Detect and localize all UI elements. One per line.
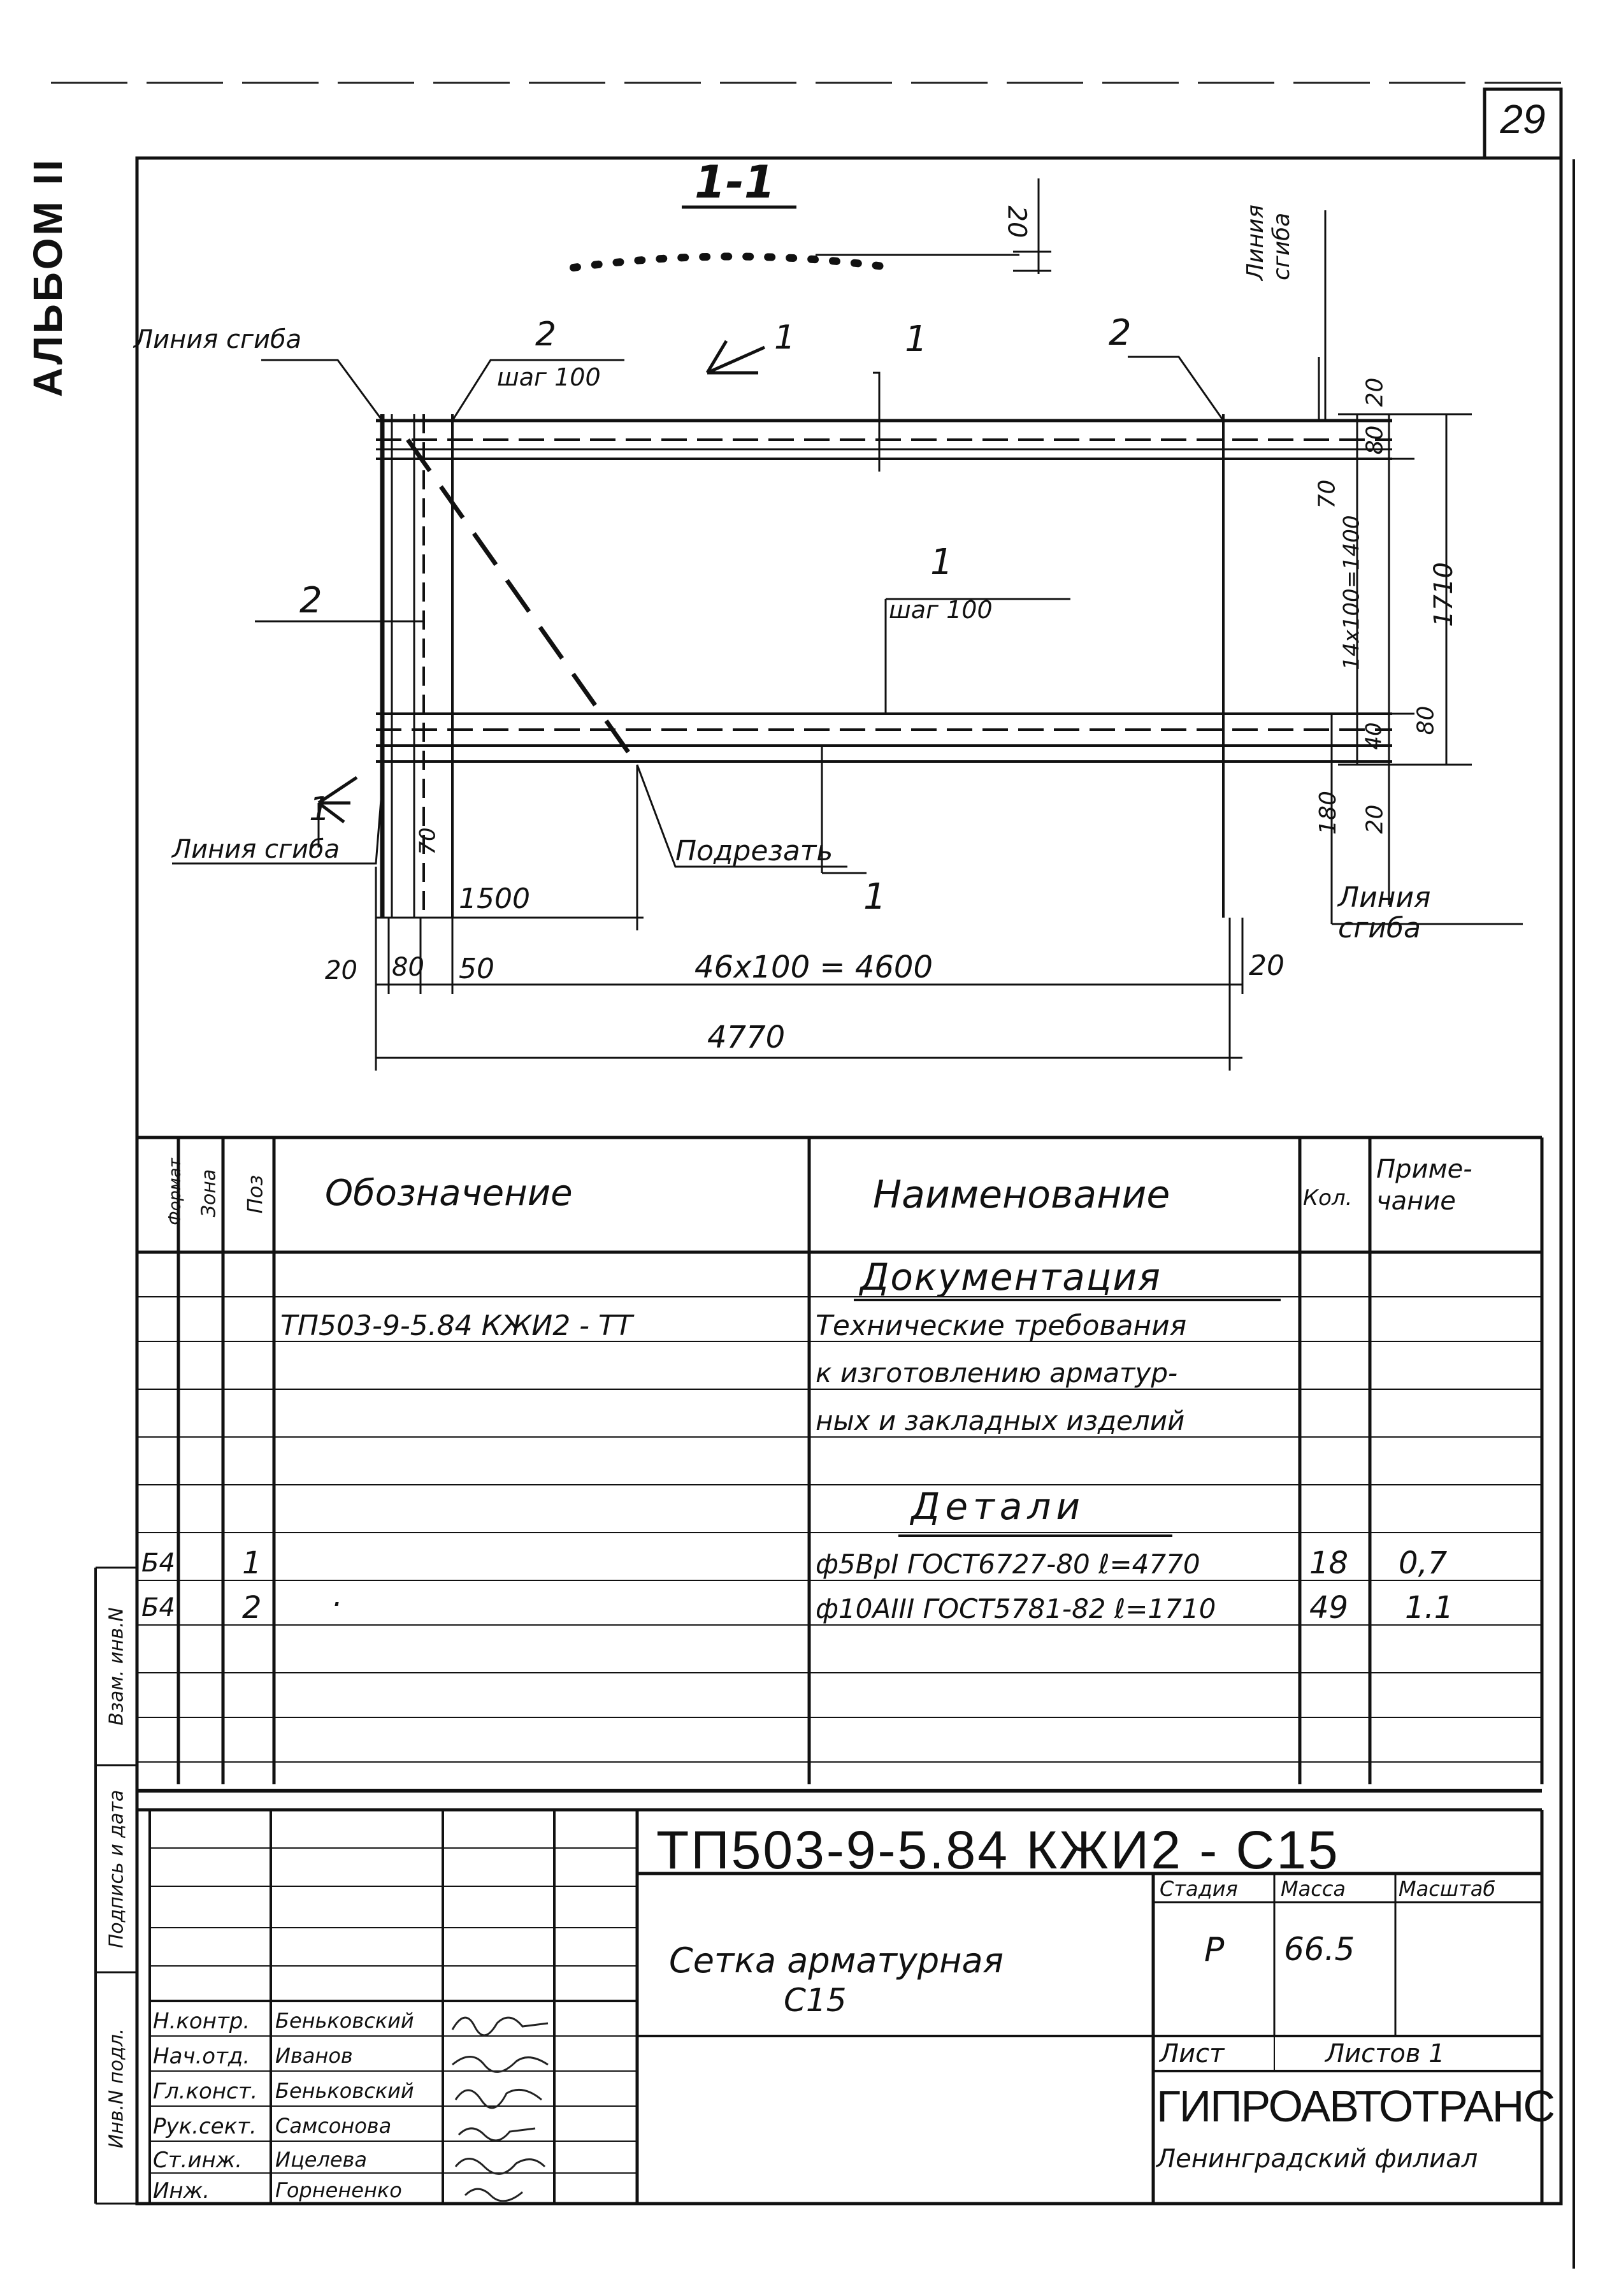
mesh-plan (172, 178, 1523, 1071)
side-label: Подпись и дата (105, 1789, 127, 1948)
header-name: Наименование (873, 1173, 1170, 1217)
title-block-grid (94, 1566, 1544, 2205)
row-pos: 1 (242, 1545, 262, 1581)
position-step: шаг 100 (497, 363, 601, 391)
row-pos: 2 (242, 1590, 262, 1626)
dim-label: 70 (415, 827, 441, 855)
dim-label: 70 (1314, 479, 1341, 509)
scale-label: Масштаб (1399, 1877, 1496, 1901)
position-mark: 1 (905, 319, 928, 360)
branch: Ленинградский филиал (1156, 2144, 1478, 2174)
side-label: Инв.N подл. (105, 2028, 127, 2148)
doc-designation: ТП503-9-5.84 КЖИ2 - ТТ (280, 1310, 633, 1342)
dim-label: 20 (1362, 377, 1388, 407)
staff-role: Рук.сект. (153, 2114, 257, 2139)
bend-line-label: Линия сгиба (134, 325, 302, 354)
staff-role: Н.контр. (153, 2009, 250, 2034)
staff-role: Нач.отд. (153, 2044, 250, 2069)
staff-name: Беньковский (275, 2009, 414, 2033)
dim-label: 80 (1413, 705, 1439, 735)
dim-label: 40 (1361, 722, 1387, 750)
signatures (451, 2016, 549, 2202)
position-mark: 2 (1109, 312, 1132, 354)
dim-label: 20 (325, 956, 357, 985)
mass-label: Масса (1281, 1877, 1346, 1901)
dim-label: 20 (1362, 804, 1388, 834)
position-mark: 1 (930, 542, 953, 583)
dim-label: 46x100 = 4600 (694, 949, 933, 985)
row-qty: 18 (1309, 1545, 1349, 1581)
dim-label: 1710 (1428, 562, 1458, 627)
row-name: ф10АIII ГОСТ5781-82 ℓ=1710 (816, 1593, 1216, 1624)
sheets-label: Листов 1 (1325, 2039, 1445, 2069)
header-note: Приме-чание (1376, 1155, 1472, 1216)
dim-label: 80 (392, 953, 424, 982)
mass-value: 66.5 (1284, 1931, 1355, 1968)
spec-table-grid (137, 1136, 1544, 1784)
row-format: Б4 (141, 1549, 175, 1578)
staff-name: Беньковский (275, 2079, 414, 2103)
dim-label: 1500 (459, 883, 530, 915)
section-documentation: Документация (860, 1255, 1162, 1299)
section-mark: 1 (309, 790, 331, 828)
row-designation: · (331, 1587, 342, 1622)
frame (135, 156, 1563, 2206)
dim-label: 14x100=1400 (1339, 515, 1365, 670)
side-label: Взам. инв.N (105, 1607, 127, 1726)
document-title: С15 (784, 1982, 847, 2019)
section-details: Детали (911, 1485, 1086, 1528)
section-mark: 1 (774, 319, 796, 357)
document-title: Сетка арматурная (669, 1940, 1004, 1981)
row-name: ф5ВрI ГОСТ6727-80 ℓ=4770 (816, 1549, 1200, 1580)
doc-name-line: ных и закладных изделий (816, 1405, 1185, 1436)
header-qty: Кол. (1303, 1185, 1353, 1211)
section-dim: 20 (1002, 205, 1032, 238)
staff-role: Гл.конст. (153, 2079, 258, 2104)
staff-name: Самсонова (275, 2114, 392, 2138)
dim-label: 80 (1362, 425, 1388, 455)
sheet-number: 29 (1500, 96, 1546, 142)
sheet-number-box (1483, 87, 1563, 160)
header-format: Формат (165, 1158, 185, 1225)
dim-label: 20 (1249, 949, 1284, 982)
doc-name-line: Технические требования (816, 1310, 1187, 1342)
row-format: Б4 (141, 1593, 175, 1622)
organization: ГИПРОАВТОТРАНС (1156, 2081, 1555, 2131)
position-mark: 2 (299, 580, 322, 621)
section-label: 1-1 (694, 156, 775, 208)
position-mark: 2 (535, 315, 557, 354)
bend-line-label: Линия сгиба (1338, 881, 1431, 945)
staff-name: Горнененко (275, 2178, 402, 2202)
dim-label: 50 (459, 953, 494, 985)
header-zone: Зона (198, 1169, 220, 1218)
staff-name: Иванов (275, 2044, 353, 2068)
row-note: 1.1 (1405, 1590, 1454, 1626)
stage-value: Р (1204, 1931, 1225, 1969)
row-note: 0,7 (1399, 1545, 1448, 1581)
dim-label: 180 (1314, 791, 1341, 835)
stage-label: Стадия (1160, 1877, 1238, 1901)
cut-label: Подрезать (675, 835, 833, 867)
bend-line-label: Линия сгиба (172, 835, 340, 864)
doc-name-line: к изготовлению арматур- (816, 1357, 1178, 1389)
position-step: шаг 100 (889, 596, 993, 624)
row-qty: 49 (1309, 1590, 1349, 1626)
staff-role: Инж. (153, 2178, 210, 2204)
position-mark: 1 (863, 876, 886, 918)
header-pos: Поз (243, 1174, 268, 1214)
dim-label: 4770 (707, 1020, 786, 1055)
staff-name: Ицелева (275, 2148, 368, 2172)
header-designation: Обозначение (325, 1173, 573, 1214)
bend-line-label: Линия сгиба (1242, 204, 1295, 280)
document-code: ТП503-9-5.84 КЖИ2 - С15 (656, 1820, 1340, 1880)
staff-role: Ст.инж. (153, 2148, 243, 2173)
sheet-label: Лист (1160, 2039, 1225, 2069)
